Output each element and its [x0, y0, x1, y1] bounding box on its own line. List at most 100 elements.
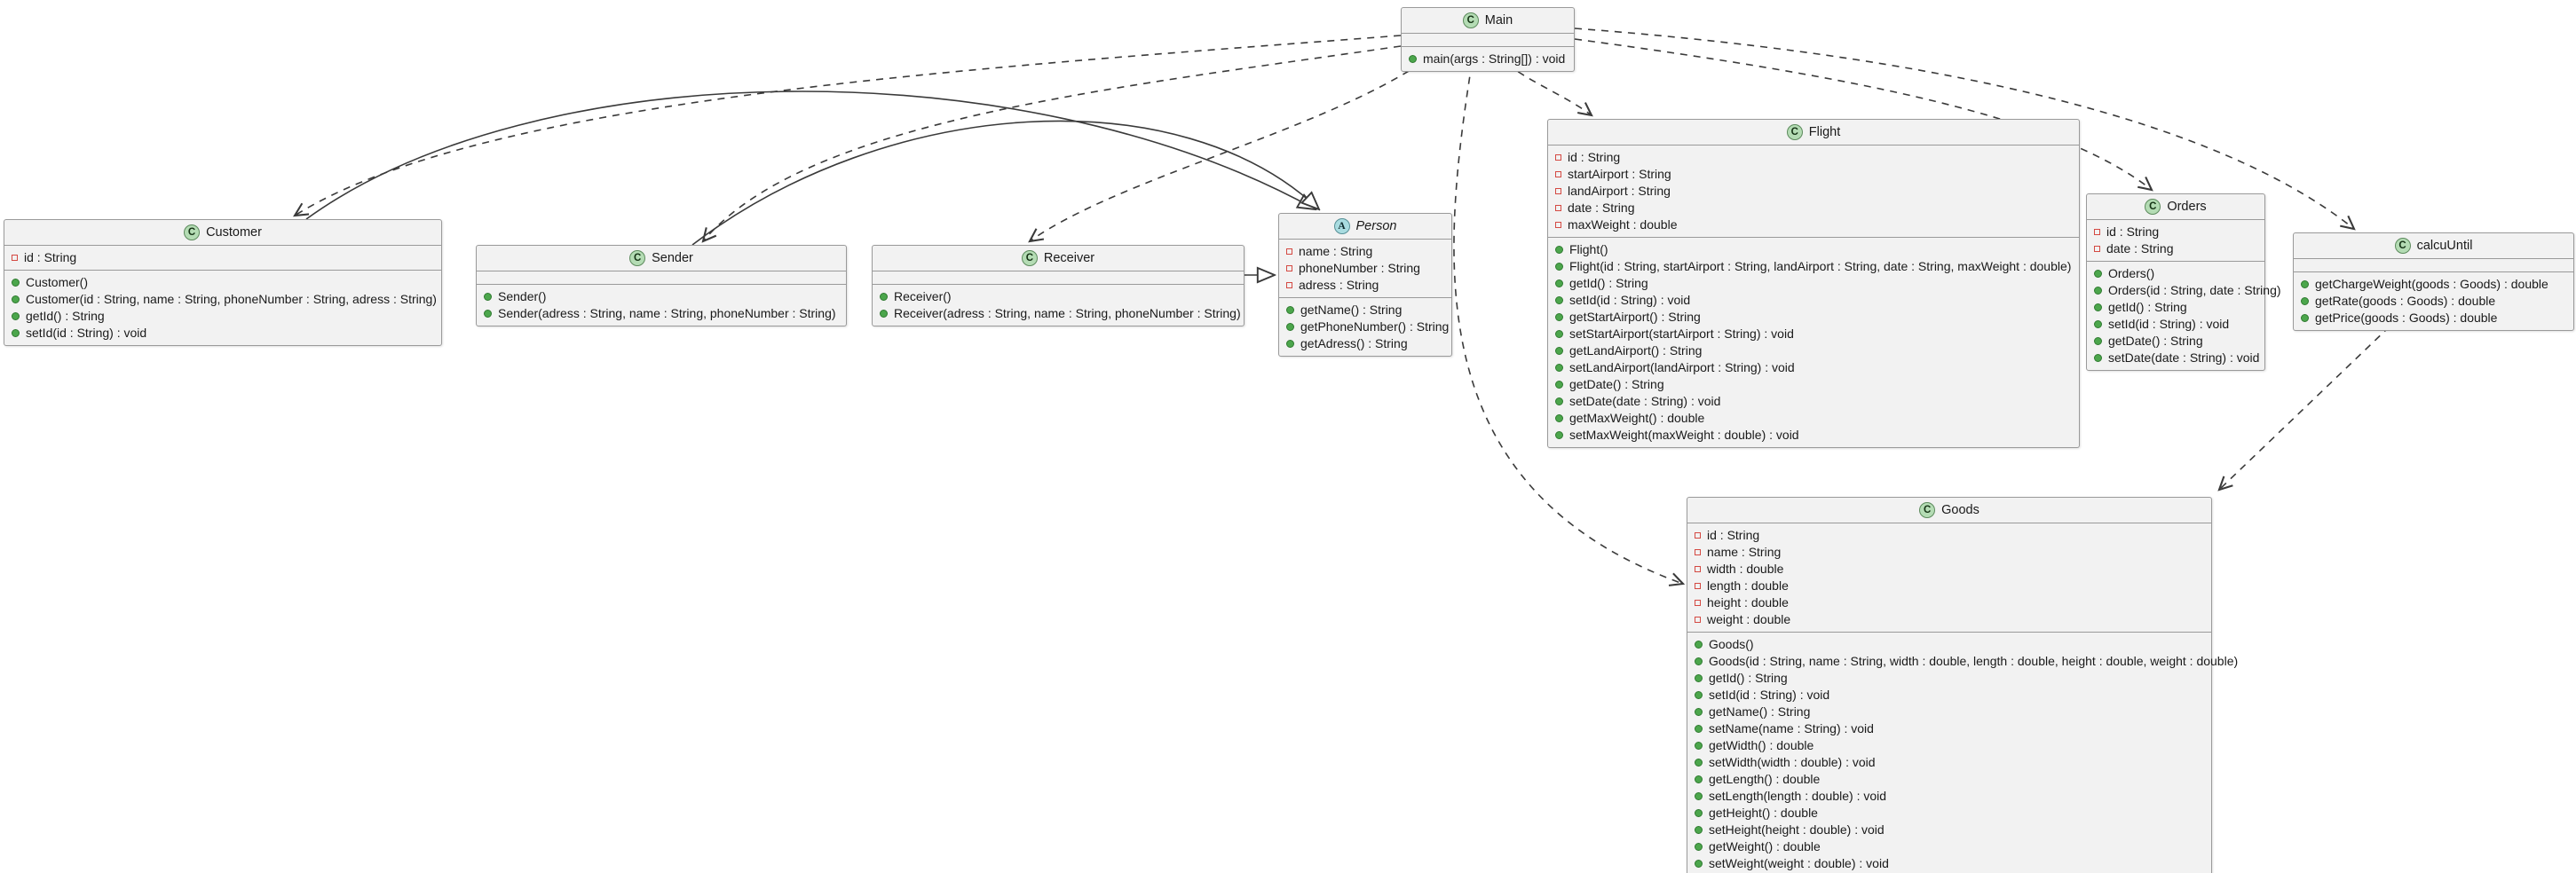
field-label: date : String — [2106, 241, 2174, 256]
method-row: getHeight() : double — [1695, 805, 2204, 822]
private-field-icon — [1695, 600, 1701, 606]
public-method-icon — [1555, 347, 1563, 355]
field-row: length : double — [1695, 578, 2204, 594]
field-row: height : double — [1695, 594, 2204, 611]
private-field-icon — [1555, 154, 1561, 161]
edge-main-to-customer-dependency — [293, 35, 1402, 217]
class-icon: C — [2394, 238, 2411, 254]
field-row: id : String — [12, 249, 434, 266]
method-row: setDate(date : String) : void — [2094, 350, 2260, 366]
method-row: getStartAirport() : String — [1555, 309, 2072, 326]
method-label: setId(id : String) : void — [1569, 293, 1691, 307]
method-label: Sender() — [498, 289, 547, 303]
method-label: getRate(goods : Goods) : double — [2315, 294, 2496, 308]
method-label: Sender(adress : String, name : String, p… — [498, 306, 836, 320]
method-row: Flight(id : String, startAirport : Strin… — [1555, 258, 2072, 275]
public-method-icon — [880, 310, 888, 318]
public-method-icon — [1555, 364, 1563, 372]
method-row: getWeight() : double — [1695, 838, 2204, 855]
method-label: setDate(date : String) : void — [1569, 394, 1721, 408]
public-method-icon — [1555, 330, 1563, 338]
public-method-icon — [2094, 303, 2102, 311]
method-row: getLandAirport() : String — [1555, 342, 2072, 359]
field-row: width : double — [1695, 561, 2204, 578]
method-label: setDate(date : String) : void — [2108, 350, 2260, 365]
private-field-icon — [1286, 248, 1292, 255]
method-row: setId(id : String) : void — [1695, 687, 2204, 704]
private-field-icon — [12, 255, 18, 261]
method-label: setHeight(height : double) : void — [1709, 822, 1885, 837]
method-row: Sender() — [484, 288, 839, 305]
method-label: getWidth() : double — [1709, 738, 1814, 752]
field-label: maxWeight : double — [1568, 217, 1678, 232]
public-method-icon — [1695, 742, 1703, 750]
class-sender: C Sender Sender()Sender(adress : String,… — [476, 245, 847, 326]
method-row: setId(id : String) : void — [2094, 316, 2257, 333]
class-name: Orders — [2167, 200, 2207, 214]
public-method-icon — [1555, 414, 1563, 422]
method-label: Flight() — [1569, 242, 1608, 256]
method-label: setId(id : String) : void — [2108, 317, 2230, 331]
class-receiver: C Receiver Receiver()Receiver(adress : S… — [872, 245, 1245, 326]
method-row: setStartAirport(startAirport : String) :… — [1555, 326, 2072, 342]
public-method-icon — [1695, 775, 1703, 783]
private-field-icon — [1555, 222, 1561, 228]
field-label: startAirport : String — [1568, 167, 1671, 181]
field-label: adress : String — [1299, 278, 1379, 292]
public-method-icon — [12, 312, 20, 320]
field-row: name : String — [1695, 544, 2204, 561]
method-row: setName(name : String) : void — [1695, 720, 2204, 737]
method-row: Goods(id : String, name : String, width … — [1695, 653, 2238, 670]
method-label: getId() : String — [1709, 671, 1788, 685]
public-method-icon — [12, 329, 20, 337]
method-label: getStartAirport() : String — [1569, 310, 1701, 324]
class-icon: C — [2145, 199, 2161, 215]
public-method-icon — [1286, 340, 1294, 348]
method-label: Customer(id : String, name : String, pho… — [26, 292, 437, 306]
method-label: Flight(id : String, startAirport : Strin… — [1569, 259, 2072, 273]
private-field-icon — [1695, 566, 1701, 572]
class-header: C calcuUntil — [2294, 233, 2573, 259]
public-method-icon — [1695, 792, 1703, 800]
method-row: Flight() — [1555, 241, 2072, 258]
method-label: main(args : String[]) : void — [1423, 51, 1566, 66]
method-label: Customer() — [26, 275, 89, 289]
method-label: setLandAirport(landAirport : String) : v… — [1569, 360, 1795, 374]
field-label: date : String — [1568, 201, 1635, 215]
public-method-icon — [2094, 320, 2102, 328]
method-label: Receiver(adress : String, name : String,… — [894, 306, 1241, 320]
public-method-icon — [484, 310, 492, 318]
edge-sender-to-person-generalization — [691, 120, 1319, 246]
class-header: C Orders — [2087, 194, 2264, 220]
method-label: getPrice(goods : Goods) : double — [2315, 311, 2498, 325]
method-label: Receiver() — [894, 289, 952, 303]
public-method-icon — [1286, 306, 1294, 314]
method-label: getId() : String — [26, 309, 105, 323]
field-label: length : double — [1707, 578, 1789, 593]
method-row: Receiver(adress : String, name : String,… — [880, 305, 1241, 322]
fields-compartment — [477, 271, 846, 285]
class-header: C Goods — [1687, 498, 2211, 523]
method-row: setId(id : String) : void — [12, 325, 434, 342]
private-field-icon — [1695, 549, 1701, 555]
field-label: width : double — [1707, 562, 1784, 576]
public-method-icon — [1409, 55, 1417, 63]
class-icon: C — [1786, 124, 1803, 140]
method-label: setMaxWeight(maxWeight : double) : void — [1569, 428, 1799, 442]
method-label: getAdress() : String — [1300, 336, 1408, 350]
public-method-icon — [1695, 725, 1703, 733]
method-row: setLandAirport(landAirport : String) : v… — [1555, 359, 2072, 376]
field-row: weight : double — [1695, 611, 2204, 628]
public-method-icon — [1695, 708, 1703, 716]
class-name: Goods — [1941, 503, 1979, 517]
class-name: Receiver — [1043, 251, 1095, 265]
public-method-icon — [1555, 279, 1563, 287]
method-label: getHeight() : double — [1709, 806, 1818, 820]
method-row: getRate(goods : Goods) : double — [2301, 293, 2566, 310]
